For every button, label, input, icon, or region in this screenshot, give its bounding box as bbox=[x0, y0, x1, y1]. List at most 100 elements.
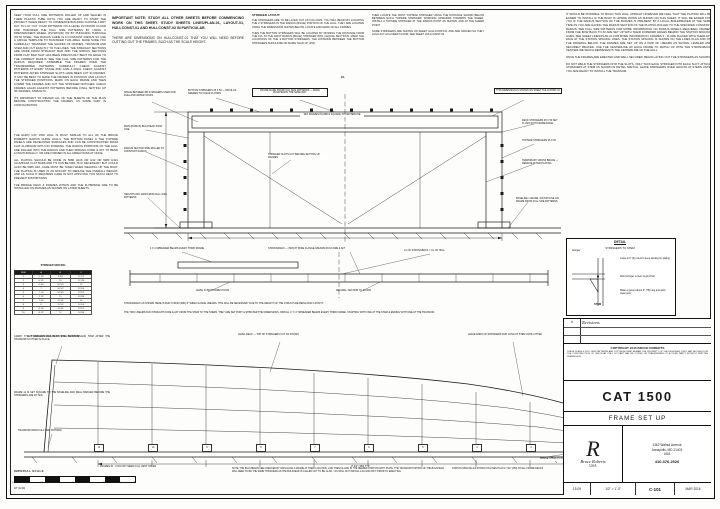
logo-name: Bruce Roberts bbox=[580, 459, 606, 465]
stem-detail-sketch bbox=[572, 258, 605, 306]
scale-tick: 0 bbox=[12, 482, 14, 484]
callout-label: SECURE / ANCHOR TO FLOOR bbox=[336, 289, 371, 292]
copyright-title: COPYRIGHT 2016 BRUCE ROBERTS bbox=[610, 345, 665, 350]
frame-section-drawing bbox=[124, 94, 561, 242]
stringer-layout-note-a: STRINGER LAYOUT: THE STRINGERS ARE TO BE… bbox=[252, 13, 364, 45]
detail-label-gusset: Make a gusset about 3" (75) long and wel… bbox=[620, 289, 666, 295]
job-number-cell: 15-09 bbox=[564, 483, 591, 495]
detail-label-weld: Weld stringer to stem & grind fair bbox=[620, 275, 655, 278]
callout-label: 4 X 4 SPREADER BEAMS EVERY THIRD FRAME bbox=[150, 247, 205, 250]
copyright-block: COPYRIGHT 2016 BRUCE ROBERTS THESE PLANS… bbox=[564, 344, 711, 381]
scale-tick: 48 bbox=[133, 482, 136, 484]
build-orientation-p3: DO NOT WELD THE STRINGERS INTO THE SLOTS… bbox=[566, 61, 711, 73]
callout-label: BOTTOM STRINGERS 25 X 50 — MOVE AS NEEDE… bbox=[188, 89, 237, 95]
license-text: THESE PLANS & FULL SIZE PATTERNS ARE COP… bbox=[567, 350, 708, 359]
scale-segment bbox=[75, 476, 90, 482]
profile-left-note-2: FRAME 11 IS SET SQUARE TO THE BASELINE A… bbox=[14, 391, 110, 397]
callout-label: AFT CABIN STRINGERS DOVETAIL AS SHOWN bbox=[28, 335, 81, 338]
scale-ticks: 0 6 12 18 24 30 36 42 48 bbox=[12, 482, 136, 484]
revisions-title: Revisions bbox=[582, 319, 600, 325]
scale-caption: 48" (1219) bbox=[14, 487, 26, 490]
callout-label: THIS DIMENSION IS SHOWN ON SHEET HULLCON… bbox=[494, 88, 562, 94]
build-orientation-p1: IT WOULD BE POSSIBLE TO BUILD THIS HULL … bbox=[566, 13, 711, 53]
scale-bar bbox=[14, 475, 136, 483]
station-number: 7 bbox=[310, 444, 320, 452]
detail-subtitle: STRINGERS TO STEM bbox=[605, 245, 635, 250]
address-line-2: Annapolis, MD 21403 bbox=[651, 447, 683, 452]
detail-label-stringer: Stringer bbox=[572, 249, 581, 252]
table-header-row: FRM A B C bbox=[14, 270, 92, 275]
hull-construction-note: THE EURO CAT 1500 HULL IS BUILT SIMILAR … bbox=[14, 134, 118, 262]
table-cell: 14 3/4 bbox=[70, 310, 92, 315]
table-cell: 10 bbox=[14, 310, 33, 315]
scale-cell: 1/2" = 1'-0" bbox=[591, 483, 636, 495]
scale-tick: 18 bbox=[56, 482, 59, 484]
callout-label: SET FRAMES PLUMB & SQUARE TO CENTERLINE bbox=[300, 113, 364, 117]
callout-label: TEMPORARY CROSS BRACE — REMOVE AFTER PLA… bbox=[522, 159, 559, 165]
revisions-table: # Revisions bbox=[564, 319, 711, 344]
address-block: 1362 Walnut Avenue Annapolis, MD 21403 U… bbox=[623, 426, 711, 482]
station-number: 3 bbox=[526, 444, 536, 452]
table-cell: 8 1/2 bbox=[31, 310, 51, 315]
imperial-scale-title: IMPERIAL SCALE bbox=[14, 469, 44, 473]
logo-country: USA bbox=[589, 464, 597, 469]
revisions-rule bbox=[564, 327, 711, 328]
callout-label: TOPSIDE STRINGERS 25 X 50 bbox=[522, 139, 556, 142]
station-number: 4 bbox=[472, 444, 482, 452]
build-orientation-p2: ONCE THE FRAMES ARE ERECTED AND WELL SEC… bbox=[566, 54, 711, 59]
detail-label-stem: STEM bbox=[594, 303, 602, 306]
logo-letter: R bbox=[586, 435, 600, 461]
stringer-layout-title: STRINGER LAYOUT: bbox=[252, 13, 280, 17]
callout-label: STRONGBACK — (MIN) 8" WIDE FLANGE I-BEAM… bbox=[268, 247, 346, 250]
callout-label: LEVEL DECK — TOP OF STRINGERS CUT AS SHO… bbox=[238, 333, 299, 336]
brand-logo: R Bruce Roberts USA bbox=[564, 426, 623, 482]
date-cell: MAR 2016 bbox=[685, 487, 701, 491]
scale-segment bbox=[45, 476, 60, 482]
station-number: 9 bbox=[202, 444, 212, 452]
scale-segment bbox=[15, 476, 30, 482]
table-cell: 12 bbox=[49, 310, 72, 315]
callout-label: FRAMES #1 - 6 DO NOT NEED FULL VENT HOLE… bbox=[100, 465, 157, 469]
station-number: 8 bbox=[256, 444, 266, 452]
drawing-title: FRAME SET UP bbox=[564, 412, 711, 426]
strongback-drawing bbox=[129, 251, 549, 298]
detail-title: DETAIL bbox=[614, 240, 626, 244]
scale-segment bbox=[120, 477, 135, 482]
scale-tick: 24 bbox=[71, 482, 74, 484]
callout-label: STRINGER SLOTS CUT BEFORE SETTING UP FRA… bbox=[268, 153, 328, 160]
revisions-hash-header: # bbox=[564, 319, 581, 344]
callout-label: LEAVE ENDS OF STRINGERS RUN LONG AT STEM… bbox=[468, 333, 542, 336]
stringer-layout-note-b: THEN LOCATE THE FIRST TOPSIDE STRINGER U… bbox=[372, 14, 484, 36]
logo-address-row: R Bruce Roberts USA 1362 Walnut Avenue A… bbox=[564, 426, 711, 483]
scale-segment bbox=[105, 476, 120, 482]
stringer-layout-p2: THEN THE BOTTOM STRINGERS WILL BE LOCATE… bbox=[252, 31, 364, 45]
callout-label: MAIN (RADIUS) BULKHEAD JOINT LINE bbox=[124, 125, 163, 131]
revisions-rule bbox=[564, 335, 711, 336]
scale-tick: 12 bbox=[40, 482, 43, 484]
callout-label: FRAME MADE FROM FULL SIZE PATTERNS — MAK… bbox=[252, 88, 328, 97]
callout-label: CL OF STRONGBACK = CL OF HULL bbox=[404, 249, 445, 252]
address-line-3: USA bbox=[663, 452, 671, 457]
drawing-number-cell: C-101 bbox=[636, 483, 675, 495]
scale-segment bbox=[90, 477, 105, 482]
station-number: 5 bbox=[418, 444, 428, 452]
detail-box bbox=[566, 238, 676, 316]
notes-col1-p2: ITS IMPORTANT TO REVIEW ALL OF THE SHEET… bbox=[14, 95, 106, 107]
build-orientation-note: IT WOULD BE POSSIBLE TO BUILD THIS HULL … bbox=[566, 13, 711, 235]
callout-label: RADIUS SECTION PRE-ROLLED TO CONSTANT RA… bbox=[124, 147, 165, 153]
callout-label: TRANSOM FROM FULL SIZE PATTERN bbox=[18, 429, 62, 432]
notes-col1: KEEP YOUR FULL SIZE PATTERNS ROLLED UP A… bbox=[14, 13, 106, 108]
callout-label: HEIGHTS OFF GRID FROM FULL SIZE PATTERNS bbox=[124, 193, 167, 199]
callout-label: SPACE BETWEEN B5 STRINGERS USED FOR FUEL… bbox=[124, 91, 176, 97]
strongback-note-2: THE TWO I-BEAMS RUN STRAIGHT FORE & AFT … bbox=[124, 311, 435, 314]
hull-construction-p2: ALL PLATING SHOULD BE DONE IN 5086 H116 … bbox=[14, 157, 118, 180]
boat-name: CAT 1500 bbox=[564, 381, 711, 412]
station-number: 6 bbox=[364, 444, 374, 452]
detail-label-proud: Leave 1/4" (6) proud to keep landing for… bbox=[620, 257, 670, 260]
stringer-layout-p4: SOME STRINGERS ARE SHOWN ON SHEET HULLCO… bbox=[372, 29, 484, 37]
callout-label: BASELINE / GRADE / DATUM LINE ON FRAME F… bbox=[516, 197, 559, 203]
scale-tick: 36 bbox=[102, 482, 105, 484]
address-line-1: 1362 Walnut Avenue bbox=[652, 442, 682, 447]
